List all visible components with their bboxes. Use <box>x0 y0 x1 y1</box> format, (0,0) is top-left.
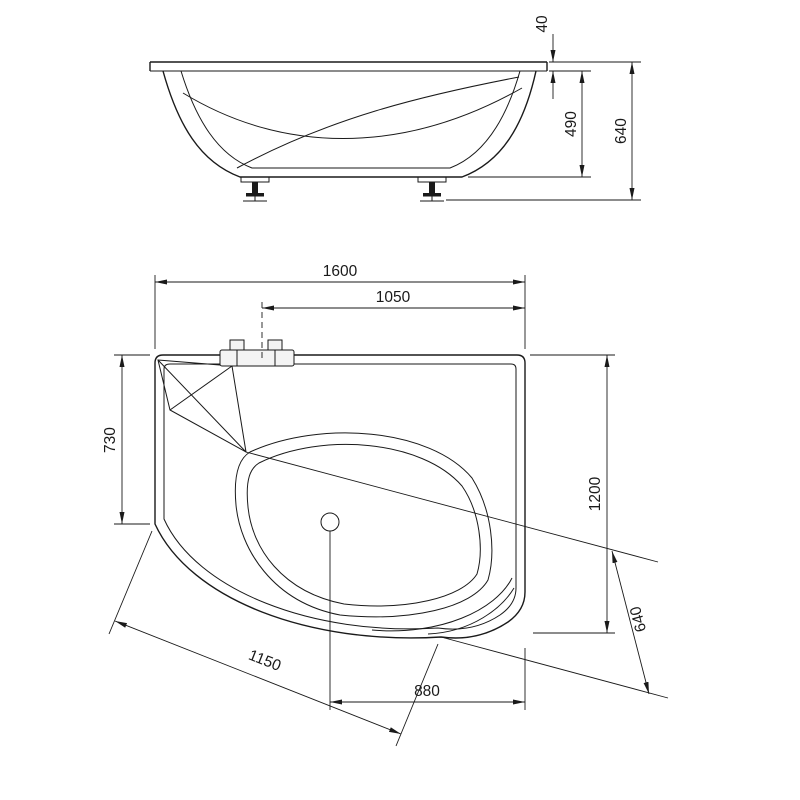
dim-tap-offset-label: 1050 <box>376 289 411 306</box>
dim-front-left-edge: 1150 <box>108 530 439 747</box>
tub-shell <box>162 70 537 178</box>
apron-curve-lower <box>182 87 523 139</box>
dim-rim-drop: 40 <box>534 15 641 99</box>
tub-inner-rim <box>163 363 517 630</box>
dim-overall-width-label: 1200 <box>587 476 604 511</box>
tub-outer-rim <box>154 354 526 639</box>
dim-body-height-label: 490 <box>563 111 580 137</box>
dim-overall-height: 640 <box>446 62 641 201</box>
apron-curve-upper <box>236 76 520 169</box>
bathtub-plan-view: 1600 1050 730 1200 880 <box>102 263 669 747</box>
drain-circle <box>320 512 340 532</box>
dim-overall-height-label: 640 <box>613 118 630 144</box>
seat-curve-1 <box>371 577 513 632</box>
axis-line <box>245 451 659 563</box>
dim-left-side-label: 730 <box>102 427 119 453</box>
dim-front-left-edge-label: 1150 <box>246 647 284 675</box>
tub-feet <box>240 176 447 202</box>
mixer-body <box>219 349 295 367</box>
dim-overall-width: 1200 <box>530 354 615 634</box>
faucet-deck <box>219 339 295 367</box>
foot-left <box>240 176 270 202</box>
seat-curve-2 <box>427 587 515 635</box>
dim-waste-offset: 880 <box>329 531 526 710</box>
dim-rim-drop-label: 40 <box>534 15 551 33</box>
dim-overall-length-label: 1600 <box>323 263 358 280</box>
bathtub-side-view: 40 490 640 <box>149 15 641 202</box>
tub-basin-outline <box>234 432 493 618</box>
axis-extension-line <box>440 636 669 699</box>
dim-front-right-edge: 640 <box>611 550 650 695</box>
dim-overall-length: 1600 <box>154 263 526 349</box>
headrest <box>157 359 247 453</box>
tub-rim-outline <box>149 61 548 72</box>
foot-right <box>417 176 447 202</box>
dim-left-side: 730 <box>102 354 150 525</box>
dim-body-height: 490 <box>468 71 591 178</box>
dim-front-right-edge-label: 640 <box>627 604 650 634</box>
dim-tap-offset: 1050 <box>261 289 525 362</box>
tub-basin-waterline <box>246 444 481 607</box>
